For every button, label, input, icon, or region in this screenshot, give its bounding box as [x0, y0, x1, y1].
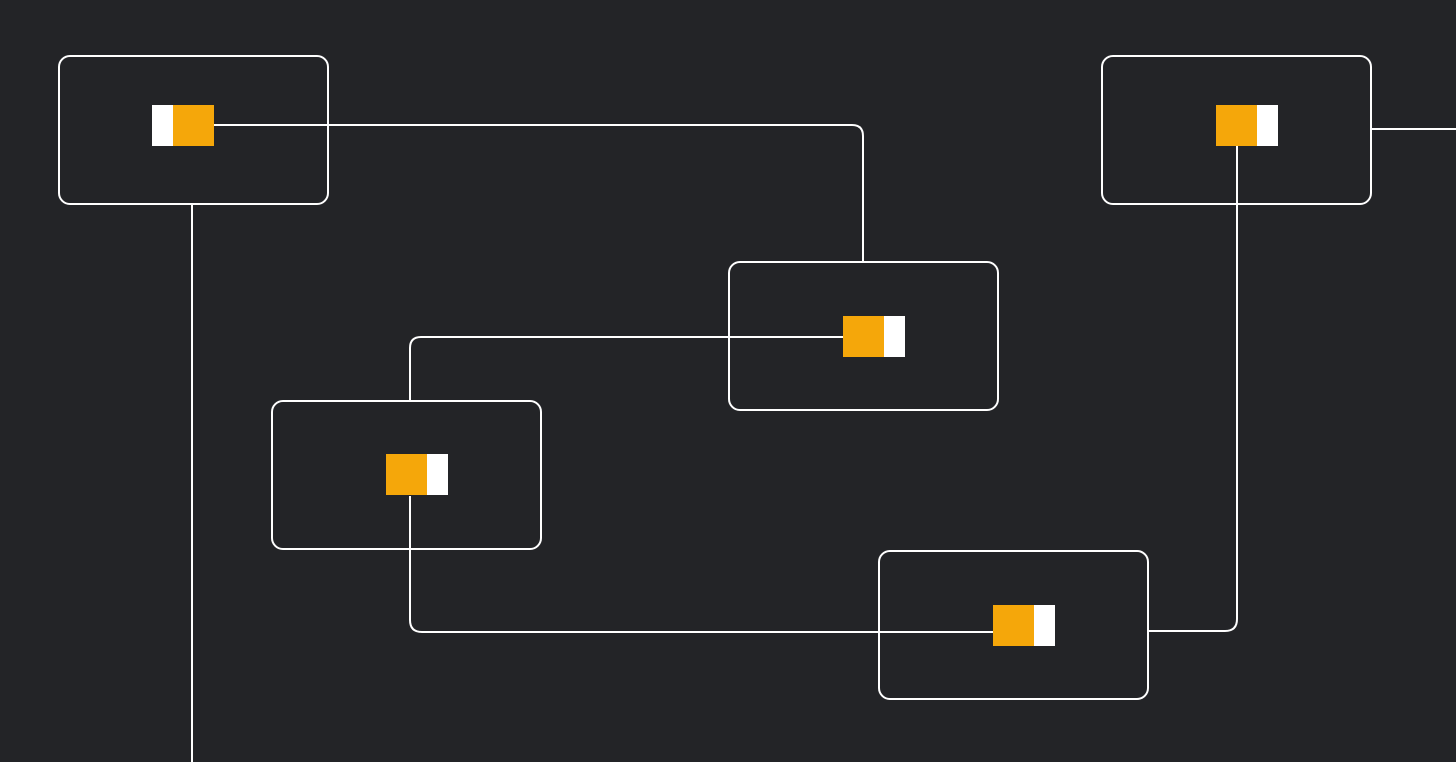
node-d-indicator-empty: [427, 454, 448, 495]
node-a-box: [58, 55, 329, 205]
node-a-indicator: [152, 105, 214, 146]
node-e[interactable]: [878, 550, 1149, 700]
node-a[interactable]: [58, 55, 329, 205]
node-b[interactable]: [1101, 55, 1372, 205]
node-c-box: [728, 261, 999, 411]
node-c-indicator: [843, 316, 905, 357]
connector-node-c-node-d: [409, 336, 843, 401]
connector-node-e-node-b: [1148, 146, 1238, 632]
node-a-indicator-fill: [173, 105, 214, 146]
node-d-indicator: [386, 454, 448, 495]
node-b-box: [1101, 55, 1372, 205]
node-e-indicator: [993, 605, 1055, 646]
node-e-indicator-empty: [1034, 605, 1055, 646]
connector-node-d-node-e: [409, 496, 993, 633]
node-b-indicator-fill: [1216, 105, 1257, 146]
node-d-indicator-fill: [386, 454, 427, 495]
node-c-indicator-fill: [843, 316, 884, 357]
node-b-indicator-empty: [1257, 105, 1278, 146]
node-c-indicator-empty: [884, 316, 905, 357]
node-a-indicator-empty: [152, 105, 173, 146]
connector-node-a-node-c: [214, 124, 864, 263]
node-d[interactable]: [271, 400, 542, 550]
node-e-box: [878, 550, 1149, 700]
connector-layer: [191, 124, 1456, 762]
node-d-box: [271, 400, 542, 550]
node-layer: [58, 55, 1372, 700]
node-c[interactable]: [728, 261, 999, 411]
node-b-indicator: [1216, 105, 1278, 146]
node-e-indicator-fill: [993, 605, 1034, 646]
